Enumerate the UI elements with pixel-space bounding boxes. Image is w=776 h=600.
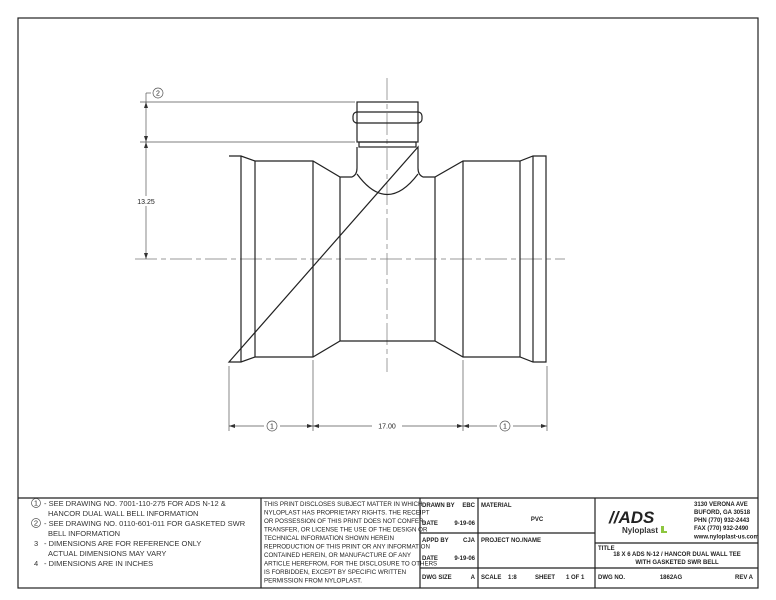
svg-text:APPD BY: APPD BY <box>422 538 449 544</box>
svg-text:ARTICLE HEREFROM, FOR THE DISC: ARTICLE HEREFROM, FOR THE DISCLOSURE TO … <box>264 561 437 568</box>
svg-text:1: 1 <box>270 424 274 431</box>
svg-text://ADS: //ADS <box>608 508 655 527</box>
svg-text:REV: REV <box>735 575 747 581</box>
sheet: 1 OF 1 <box>566 575 585 581</box>
svg-text:OR POSSESSION OF THIS PRINT DO: OR POSSESSION OF THIS PRINT DOES NOT CON… <box>264 518 426 525</box>
approved-date: 9-19-06 <box>454 556 475 562</box>
revision: A <box>749 575 754 581</box>
svg-text:- SEE DRAWING NO. 7001-110-275: - SEE DRAWING NO. 7001-110-275 FOR ADS N… <box>44 499 226 508</box>
svg-text:- SEE DRAWING NO. 0110-601-011: - SEE DRAWING NO. 0110-601-011 FOR GASKE… <box>44 519 246 528</box>
drawing-title-line-2: WITH GASKETED SWR BELL <box>635 560 719 566</box>
drawn-by: EBC <box>462 503 475 509</box>
svg-text:TRANSFER, OR LICENSE THE USE O: TRANSFER, OR LICENSE THE USE OF THE DESI… <box>264 527 428 534</box>
svg-text:1: 1 <box>34 499 38 508</box>
dimension-17-00: 17.00 <box>378 424 396 431</box>
svg-text:REPRODUCTION OF THIS PRINT OR: REPRODUCTION OF THIS PRINT OR ANY INFORM… <box>264 544 430 551</box>
svg-text:ACTUAL DIMENSIONS MAY VARY: ACTUAL DIMENSIONS MAY VARY <box>48 549 166 558</box>
saddle-curve <box>356 173 419 196</box>
svg-text:THIS PRINT DISCLOSES SUBJECT M: THIS PRINT DISCLOSES SUBJECT MATTER IN W… <box>264 501 422 508</box>
svg-text:FAX (770) 932-2490: FAX (770) 932-2490 <box>694 526 749 532</box>
svg-text:CONTAINED HEREIN, OR MANUFACTU: CONTAINED HEREIN, OR MANUFACTURE OF ANY <box>264 552 411 559</box>
horizontal-dimensions: 1 17.00 1 <box>228 360 548 432</box>
svg-text:PERMISSION FROM NYLOPLAST.: PERMISSION FROM NYLOPLAST. <box>264 578 362 585</box>
ads-nyloplast-logo: //ADS Nyloplast <box>608 508 667 535</box>
drawn-date: 9-19-06 <box>454 521 475 527</box>
svg-text:DWG NO.: DWG NO. <box>598 575 625 581</box>
dwg-no: 1862AG <box>660 575 683 581</box>
tee-body-outline <box>227 145 547 363</box>
svg-text:DRAWN BY: DRAWN BY <box>422 503 455 509</box>
dimension-13-25: 13.25 <box>137 199 155 206</box>
svg-text:NYLOPLAST HAS PROPRIETARY RIGH: NYLOPLAST HAS PROPRIETARY RIGHTS. THE RE… <box>264 510 430 517</box>
svg-text:DWG SIZE: DWG SIZE <box>422 575 452 581</box>
svg-text:2: 2 <box>34 519 38 528</box>
material: PVC <box>531 517 544 523</box>
dwg-size: A <box>471 575 476 581</box>
svg-text:DATE: DATE <box>422 556 438 562</box>
gasketed-swr-bell <box>352 101 423 148</box>
svg-text:3: 3 <box>34 539 38 548</box>
svg-text:www.nyloplast-us.com: www.nyloplast-us.com <box>693 535 759 541</box>
general-notes: 1 - SEE DRAWING NO. 7001-110-275 FOR ADS… <box>31 498 246 568</box>
svg-text:4: 4 <box>34 559 38 568</box>
svg-text:IS FORBIDDEN, EXCEPT BY SPECIF: IS FORBIDDEN, EXCEPT BY SPECIFIC WRITTEN <box>264 569 406 576</box>
svg-text:2: 2 <box>156 91 160 98</box>
title-block: DRAWN BY EBC DATE 9-19-06 APPD BY CJA DA… <box>419 498 759 588</box>
svg-text:PHN (770) 932-2443: PHN (770) 932-2443 <box>694 518 750 524</box>
svg-text:TECHNICAL INFORMATION SHOWN HE: TECHNICAL INFORMATION SHOWN HEREIN <box>264 535 394 542</box>
approved-by: CJA <box>463 538 476 544</box>
svg-text:SCALE: SCALE <box>481 575 501 581</box>
note-1-callout-right <box>499 420 511 432</box>
note-1-callout-left <box>266 420 278 432</box>
svg-text:Nyloplast: Nyloplast <box>622 526 658 535</box>
vertical-dimensions: 13.25 2 <box>136 87 355 259</box>
svg-text:DATE: DATE <box>422 521 438 527</box>
sheet-border <box>17 17 759 589</box>
drawing-title-line-1: 18 X 6 ADS N-12 / HANCOR DUAL WALL TEE <box>613 552 741 558</box>
svg-text:HANCOR DUAL WALL BELL INFORMAT: HANCOR DUAL WALL BELL INFORMATION <box>48 509 198 518</box>
svg-text:3130 VERONA AVE: 3130 VERONA AVE <box>694 502 748 508</box>
svg-text:1: 1 <box>503 424 507 431</box>
tee-fitting-drawing <box>135 78 565 372</box>
svg-text:TITLE: TITLE <box>598 546 615 552</box>
svg-text:MATERIAL: MATERIAL <box>481 503 512 509</box>
svg-text:SHEET: SHEET <box>535 575 555 581</box>
svg-text:BELL INFORMATION: BELL INFORMATION <box>48 529 120 538</box>
scale: 1:8 <box>508 575 517 581</box>
svg-text:- DIMENSIONS ARE FOR REFERENCE: - DIMENSIONS ARE FOR REFERENCE ONLY <box>44 539 201 548</box>
svg-text:BUFORD, GA 30518: BUFORD, GA 30518 <box>694 510 751 516</box>
svg-text:- DIMENSIONS ARE IN INCHES: - DIMENSIONS ARE IN INCHES <box>44 559 153 568</box>
note-2-callout <box>152 87 164 99</box>
proprietary-notice: THIS PRINT DISCLOSES SUBJECT MATTER IN W… <box>260 498 437 588</box>
svg-text:PROJECT NO./NAME: PROJECT NO./NAME <box>481 538 541 544</box>
